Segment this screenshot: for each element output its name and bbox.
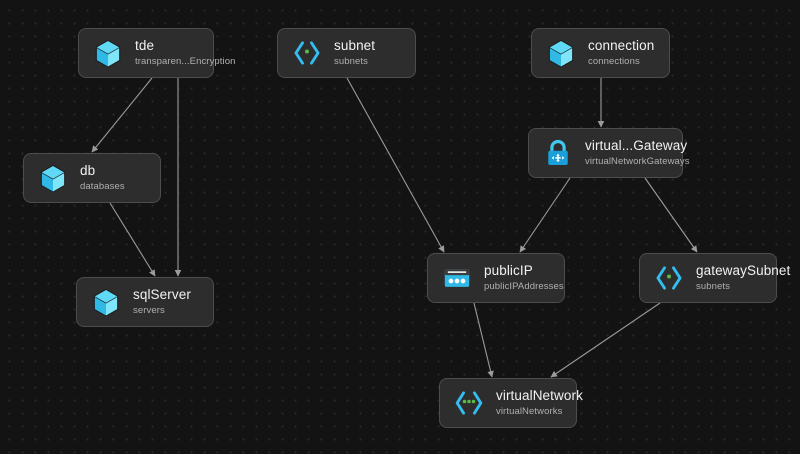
node-subtitle: subnets <box>334 55 368 67</box>
subnet-chevron-icon <box>292 38 322 68</box>
graph-edge <box>91 77 153 153</box>
node-title: sqlServer <box>133 287 191 303</box>
node-title: virtual...Gateway <box>585 138 688 154</box>
node-title: gatewaySubnet <box>696 263 791 279</box>
node-subtitle: servers <box>133 304 165 316</box>
graph-edge <box>109 202 156 277</box>
node-title: subnet <box>334 38 376 54</box>
graph-edge <box>519 177 571 253</box>
node-subtitle: connections <box>588 55 640 67</box>
node-title: db <box>80 163 96 179</box>
node-title: tde <box>135 38 155 54</box>
node-subtitle: transparen...Encryption <box>135 55 236 67</box>
node-subtitle: publicIPAddresses <box>484 280 564 292</box>
cube-icon <box>91 287 121 317</box>
node-subtitle: virtualNetworkGateways <box>585 155 690 167</box>
publicip-window-icon <box>442 263 472 293</box>
graph-edge <box>346 77 445 253</box>
node-subtitle: virtualNetworks <box>496 405 563 417</box>
node-subtitle: subnets <box>696 280 730 292</box>
cube-icon <box>546 38 576 68</box>
gateway-lock-icon <box>543 138 573 168</box>
graph-edge <box>644 177 698 253</box>
cube-icon <box>93 38 123 68</box>
graph-edge <box>550 302 661 378</box>
vnet-chevron-icon <box>454 388 484 418</box>
subnet-chevron-icon <box>654 263 684 293</box>
node-title: publicIP <box>484 263 533 279</box>
node-title: connection <box>588 38 655 54</box>
cube-icon <box>38 163 68 193</box>
node-subtitle: databases <box>80 180 125 192</box>
node-title: virtualNetwork <box>496 388 583 404</box>
graph-edge <box>473 302 494 378</box>
